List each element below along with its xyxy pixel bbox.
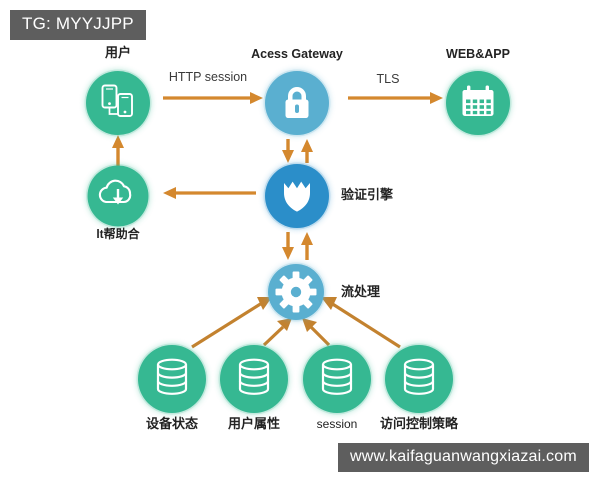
shield-crown-icon — [284, 181, 310, 212]
node-stream[interactable] — [266, 262, 326, 322]
database-icon — [156, 358, 188, 395]
node-helper[interactable] — [86, 164, 150, 228]
node-label-gateway: Acess Gateway — [251, 47, 343, 61]
calendar-icon — [462, 85, 494, 116]
connector-label-tls: TLS — [376, 72, 400, 86]
node-webapp[interactable] — [444, 69, 512, 137]
database-icon — [403, 358, 435, 395]
connector-gateway-authengine — [282, 139, 313, 163]
connector-authengine-stream — [282, 232, 313, 260]
node-db3[interactable] — [301, 343, 373, 415]
connector-label-http-session: HTTP session — [168, 70, 248, 84]
node-db4[interactable] — [383, 343, 455, 415]
connector-db4-stream — [321, 297, 401, 349]
node-label-authengine: 验证引擎 — [341, 187, 394, 202]
connector-db2-stream — [262, 318, 292, 347]
node-label-db2: 用户属性 — [227, 416, 280, 431]
node-label-helper: lt帮助合 — [96, 227, 140, 241]
node-db2[interactable] — [218, 343, 290, 415]
cloud-download-icon — [98, 179, 132, 205]
database-icon — [238, 358, 270, 395]
gear-icon — [275, 271, 317, 313]
connector-layer — [112, 92, 443, 349]
mobile-devices-icon — [101, 84, 133, 117]
connector-helper-user — [112, 135, 124, 166]
node-label-db4: 访问控制策略 — [379, 416, 458, 431]
watermark-bottom: www.kaifaguanwangxiazai.com — [338, 443, 589, 472]
node-authengine[interactable] — [263, 162, 331, 230]
lock-icon — [285, 87, 309, 118]
connector-user-gateway — [163, 92, 263, 104]
connector-db3-stream — [302, 318, 331, 347]
connector-gateway-webapp — [348, 92, 443, 104]
node-db1[interactable] — [136, 343, 208, 415]
node-user[interactable] — [84, 69, 152, 137]
node-label-webapp: WEB&APP — [446, 47, 510, 61]
watermark-top: TG: MYYJJPP — [10, 10, 146, 40]
node-label-stream: 流处理 — [341, 284, 381, 299]
connector-db1-stream — [191, 297, 272, 349]
node-label-db3: session — [316, 417, 358, 431]
node-label-user: 用户 — [104, 45, 131, 60]
connector-authengine-helper — [163, 187, 256, 199]
database-icon — [321, 358, 353, 395]
node-gateway[interactable] — [263, 69, 331, 137]
node-label-db1: 设备状态 — [145, 416, 198, 431]
